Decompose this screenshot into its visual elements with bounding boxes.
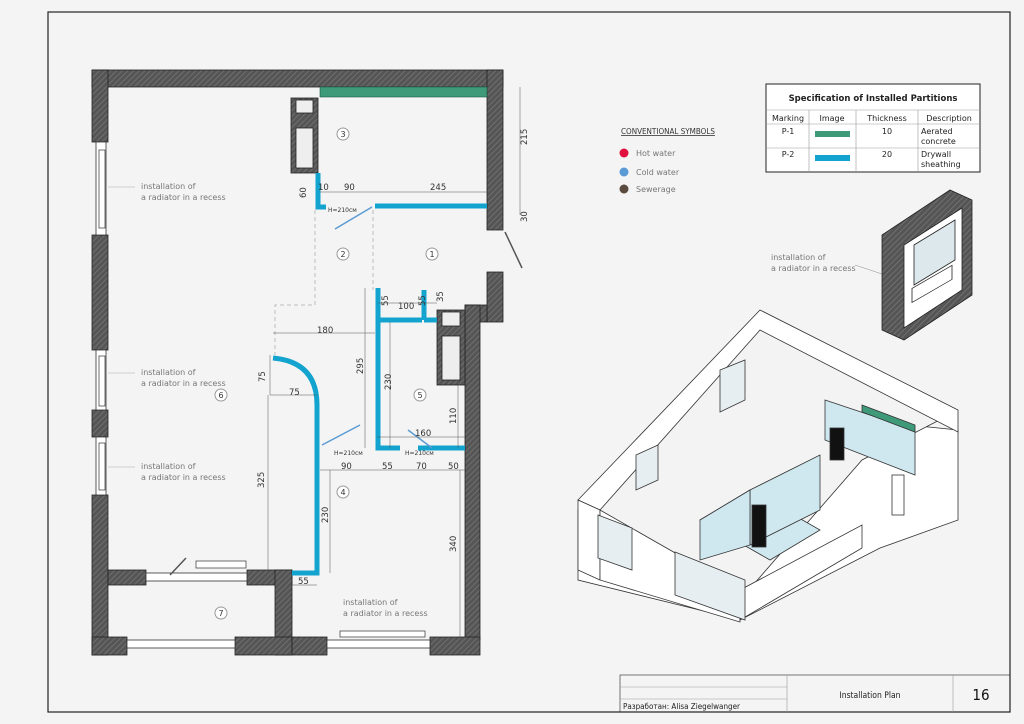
dim-label: 110 <box>449 408 459 424</box>
svg-text:installation of: installation of <box>141 462 196 471</box>
svg-text:installation of: installation of <box>343 598 398 607</box>
dim-label: 340 <box>449 536 459 552</box>
room-number: 2 <box>340 250 345 259</box>
dim-label: 230 <box>321 507 331 523</box>
conventional-symbols-legend: CONVENTIONAL SYMBOLS Hot water Cold wate… <box>619 127 715 194</box>
dim-label: 60 <box>299 187 309 198</box>
dim-label: 90 <box>344 183 355 193</box>
svg-text:a radiator in a recess: a radiator in a recess <box>141 473 226 482</box>
spec-header: Image <box>819 114 844 123</box>
dim-label: 245 <box>430 183 446 193</box>
svg-text:installation of: installation of <box>771 253 826 262</box>
svg-text:a radiator in a recess: a radiator in a recess <box>343 609 428 618</box>
sewerage-icon <box>619 184 629 194</box>
legend-label: Hot water <box>636 149 676 158</box>
dim-label: 50 <box>448 462 459 472</box>
room-number: 5 <box>417 391 422 400</box>
title-block <box>619 674 1011 713</box>
partitions-p2 <box>272 173 487 576</box>
dimension-lines <box>267 87 521 637</box>
page-number: 16 <box>972 686 989 704</box>
dim-label: 55 <box>382 462 393 472</box>
sheet-frame <box>47 11 1011 713</box>
door-height-labels: H=210см H=210см H=210см <box>328 207 434 457</box>
spec-header: Description <box>926 114 972 123</box>
spec-cell: P-1 <box>782 127 795 136</box>
spec-title: Specification of Installed Partitions <box>789 94 958 104</box>
room-number: 3 <box>340 130 345 139</box>
partition-p1 <box>319 86 488 98</box>
dim-label: 10 <box>318 183 329 193</box>
svg-text:a radiator in a recess: a radiator in a recess <box>141 379 226 388</box>
room-number: 1 <box>429 250 434 259</box>
svg-text:a radiator in a recess: a radiator in a recess <box>771 264 856 273</box>
dim-label: 215 <box>520 129 530 145</box>
radiator-notes: installation of a radiator in a recess in… <box>108 182 886 618</box>
room-number: 6 <box>218 391 223 400</box>
room-number: 4 <box>340 488 345 497</box>
dim-label: 180 <box>317 326 333 336</box>
dashed-lines <box>274 210 374 355</box>
dim-label: 55 <box>418 295 428 306</box>
room-number: 7 <box>218 609 223 618</box>
dim-label: 160 <box>415 429 431 439</box>
spec-header: Thickness <box>866 114 907 123</box>
doors <box>169 206 523 576</box>
spec-cell: concrete <box>921 137 956 146</box>
legend-title: CONVENTIONAL SYMBOLS <box>621 127 715 136</box>
cold-water-icon <box>619 167 629 177</box>
dim-label: 90 <box>341 462 352 472</box>
partition-spec-table <box>765 83 981 173</box>
dim-label: 100 <box>398 302 414 312</box>
svg-text:installation of: installation of <box>141 182 196 191</box>
sheet-title: Installation Plan <box>839 691 900 701</box>
author-label: Разработан: Alisa Ziegelwanger <box>623 701 740 711</box>
dim-label: 70 <box>416 462 427 472</box>
legend-label: Cold water <box>636 168 680 177</box>
dim-label: 75 <box>289 388 300 398</box>
radiator-recess-detail <box>881 189 973 341</box>
door-height-label: H=210см <box>328 207 357 214</box>
spec-cell: 20 <box>882 150 892 159</box>
ventilation-shafts <box>295 99 461 381</box>
legend-label: Sewerage <box>636 185 676 194</box>
door-height-label: H=210см <box>334 450 363 457</box>
dimension-labels: 215 30 60 10 90 245 55 100 55 35 180 295… <box>257 129 530 587</box>
dim-label: 75 <box>258 371 268 382</box>
hot-water-icon <box>619 148 629 158</box>
door-height-label: H=210см <box>405 450 434 457</box>
spec-cell: Aerated <box>921 127 953 136</box>
isometric-apartment-view <box>577 309 959 623</box>
room-markers <box>214 127 439 620</box>
spec-cell: Drywall <box>921 150 951 159</box>
spec-header: Marking <box>772 114 804 123</box>
svg-text:installation of: installation of <box>141 368 196 377</box>
svg-text:a radiator in a recess: a radiator in a recess <box>141 193 226 202</box>
spec-cell: P-2 <box>782 150 795 159</box>
dim-label: 325 <box>257 472 267 488</box>
dim-label: 230 <box>384 374 394 390</box>
dim-label: 55 <box>381 295 391 306</box>
spec-cell: 10 <box>882 127 892 136</box>
spec-cell: sheathing <box>921 160 961 169</box>
exterior-walls <box>91 69 504 656</box>
dim-label: 35 <box>436 291 446 302</box>
radiators <box>98 149 426 638</box>
dim-label: 30 <box>520 211 530 222</box>
dim-label: 55 <box>298 577 309 587</box>
dim-label: 295 <box>356 358 366 374</box>
